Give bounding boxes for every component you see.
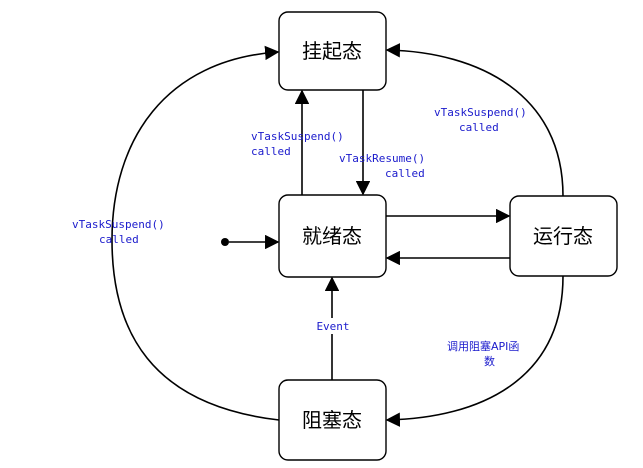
edge-running-to-suspended (385, 43, 564, 197)
label-running-to-suspended-line2: called (459, 121, 499, 134)
edge-running-to-blocked (385, 275, 564, 427)
label-blocked-to-ready-bg (314, 318, 352, 334)
state-running: 运行态 (509, 195, 618, 277)
state-suspended: 挂起态 (278, 11, 387, 91)
label-suspended-to-ready-line1: vTaskResume() (339, 152, 425, 165)
label-running-to-suspended-line1: vTaskSuspend() (434, 106, 527, 119)
label-blocked-to-ready: Event (316, 320, 349, 333)
label-ready-to-suspended-line2: called (251, 145, 291, 158)
label-running-to-blocked: 调用阻塞API函 数 (447, 339, 523, 368)
initial-state-dot (221, 238, 229, 246)
label-running-to-blocked-line1: 调用阻塞API函 (447, 339, 519, 353)
label-ready-to-suspended-line1: vTaskSuspend() (251, 130, 344, 143)
label-ready-to-suspended: vTaskSuspend() called (251, 130, 350, 158)
label-blocked-to-suspended-line1: vTaskSuspend() (72, 218, 165, 231)
state-blocked-label: 阻塞态 (302, 408, 362, 432)
state-ready: 就绪态 (278, 194, 387, 278)
label-blocked-to-suspended: vTaskSuspend() called (72, 218, 171, 246)
label-suspended-to-ready: vTaskResume() called (339, 152, 432, 180)
state-ready-label: 就绪态 (302, 224, 362, 248)
label-blocked-to-suspended-line2: called (99, 233, 139, 246)
label-running-to-suspended: vTaskSuspend() called (434, 106, 533, 134)
label-suspended-to-ready-line2: called (385, 167, 425, 180)
state-blocked: 阻塞态 (278, 379, 387, 461)
state-running-label: 运行态 (533, 224, 593, 248)
state-suspended-label: 挂起态 (302, 39, 362, 63)
label-running-to-blocked-line2: 数 (484, 355, 495, 368)
edge-blocked-to-suspended (111, 45, 280, 421)
